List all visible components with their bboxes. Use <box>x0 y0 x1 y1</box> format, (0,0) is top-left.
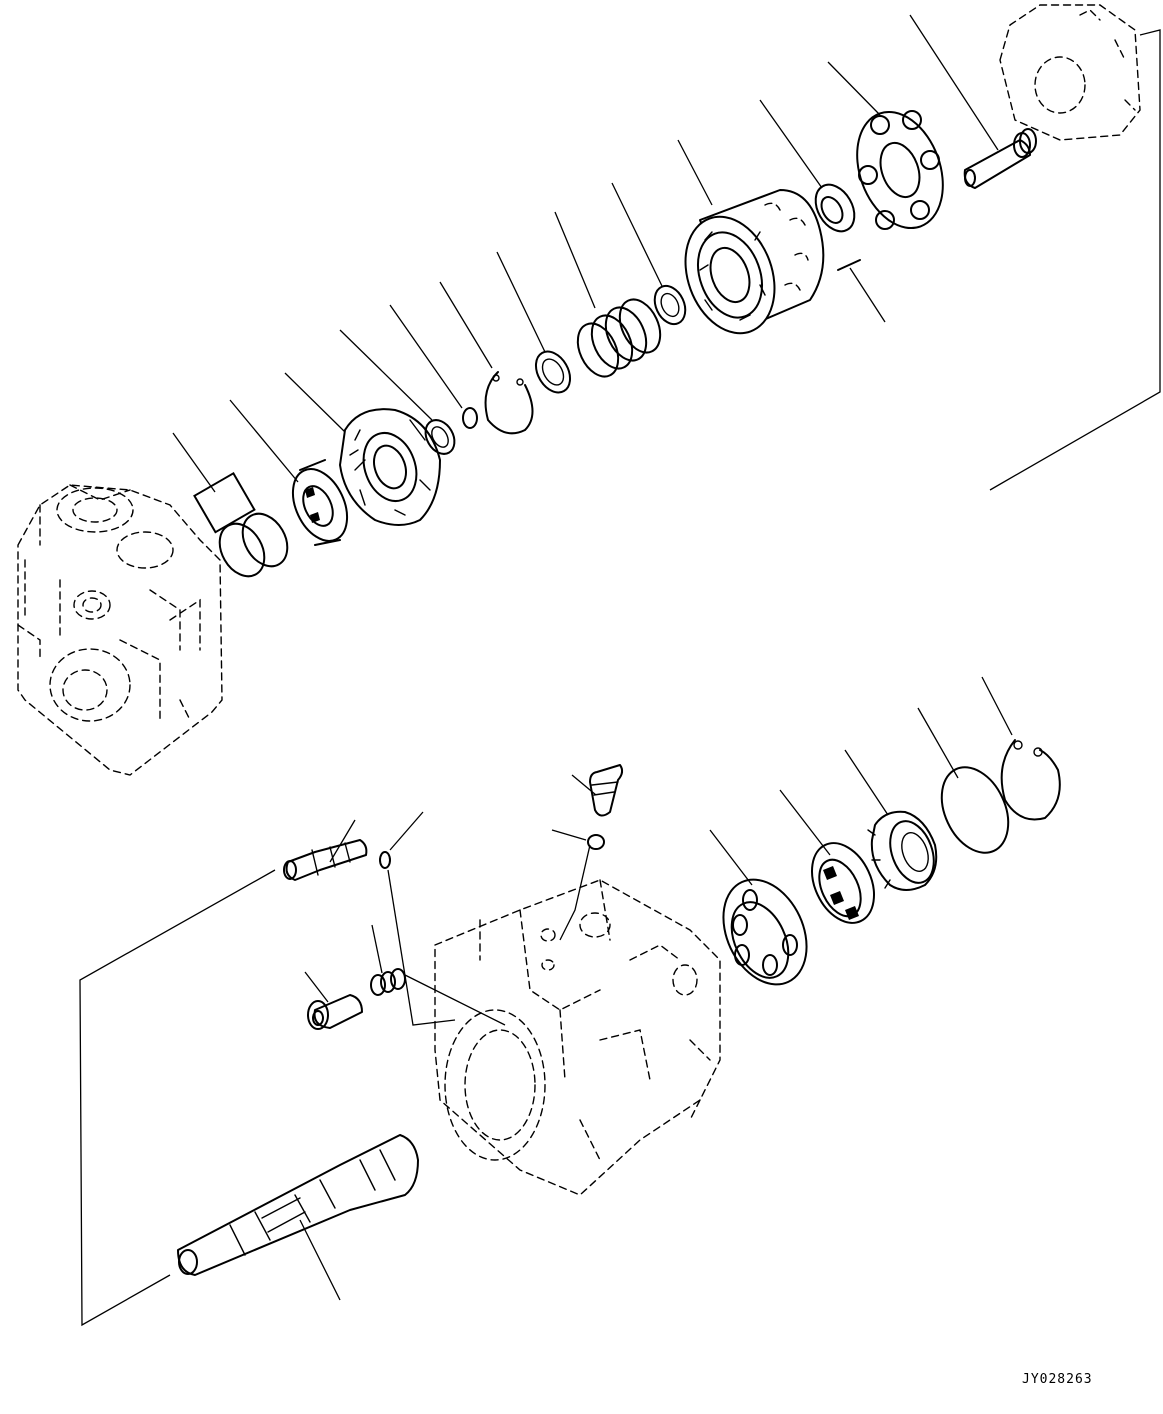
upper-group-frame <box>990 30 1160 490</box>
part-seal-retainer <box>845 750 942 890</box>
part-taper-bearing <box>780 790 886 933</box>
part-small-pin <box>390 305 477 428</box>
upper-end-cover-ghost <box>1000 5 1140 140</box>
part-pin <box>838 260 885 322</box>
part-spacer-ring <box>612 183 691 329</box>
housing-connector-lines <box>388 845 590 1025</box>
part-snap-rings-pair <box>173 433 296 584</box>
part-washer <box>497 252 577 399</box>
part-small-ring <box>340 330 460 459</box>
part-piston-rod <box>305 972 362 1029</box>
part-valve-plate <box>285 373 440 525</box>
part-o-ring-small <box>380 812 423 868</box>
part-retainer-plate <box>828 62 958 240</box>
part-cylinder-block <box>670 140 823 346</box>
part-plug-bolt <box>284 820 366 880</box>
part-coil-spring <box>371 925 405 995</box>
part-plunger <box>910 15 1036 188</box>
part-spring <box>555 212 668 383</box>
part-pressure-plug <box>572 765 622 816</box>
lower-pump-housing-ghost <box>435 880 720 1195</box>
part-ball <box>552 830 604 849</box>
part-shaft <box>178 1135 418 1300</box>
drawing-code-label: JY028263 <box>1022 1372 1093 1387</box>
upper-housing-ghost <box>18 485 222 775</box>
part-o-ring-large <box>918 708 1021 863</box>
part-cage-bearing <box>707 830 822 998</box>
lower-group-frame <box>80 870 275 1325</box>
part-circlip <box>440 282 533 433</box>
part-bearing-small <box>760 100 862 238</box>
part-roller-bearing <box>230 400 358 550</box>
part-snap-ring-large <box>982 677 1060 820</box>
